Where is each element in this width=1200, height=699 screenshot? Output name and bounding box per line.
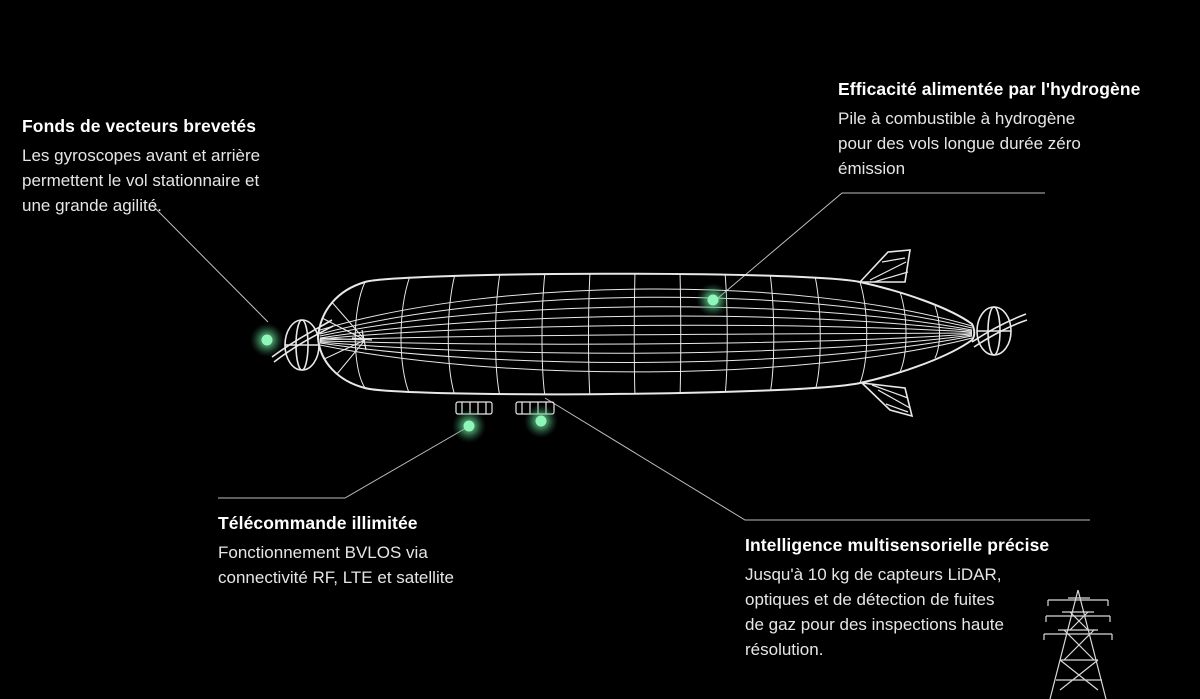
callout-body: Pile à combustible à hydrogène pour des … [838,109,1081,178]
callout-gyroscopes: Fonds de vecteurs brevetés Les gyroscope… [22,116,342,218]
leader-line-sensors [544,397,1090,521]
callout-body: Fonctionnement BVLOS via connectivité RF… [218,543,454,587]
callout-sensors: Intelligence multisensorielle précise Ju… [745,535,1085,662]
callout-body: Les gyroscopes avant et arrière permette… [22,146,261,215]
leader-line-gyro [151,204,269,323]
gyroscope-icon [271,319,334,371]
callout-title: Efficacité alimentée par l'hydrogène [838,79,1141,99]
power-pylon-icon [1043,589,1113,699]
callout-title: Intelligence multisensorielle précise [745,535,1050,555]
callout-body: Jusqu'à 10 kg de capteurs LiDAR, optique… [745,565,1004,659]
hotspot-markers [250,283,730,443]
hotspot-marker[interactable] [696,283,730,317]
leader-line-hydrogen [717,192,1045,299]
callout-title: Fonds de vecteurs brevetés [22,116,257,136]
hotspot-marker[interactable] [250,323,284,357]
leader-line-remote [218,427,467,499]
callout-title: Télécommande illimitée [218,513,418,533]
gyroscope-icon [971,306,1028,356]
callout-remote-control: Télécommande illimitée Fonctionnement BV… [218,513,538,590]
leader-lines [151,192,1090,521]
hotspot-marker[interactable] [524,404,558,438]
hotspot-marker[interactable] [452,409,486,443]
airship-wireframe [316,249,976,418]
callout-hydrogen: Efficacité alimentée par l'hydrogène Pil… [838,79,1188,181]
